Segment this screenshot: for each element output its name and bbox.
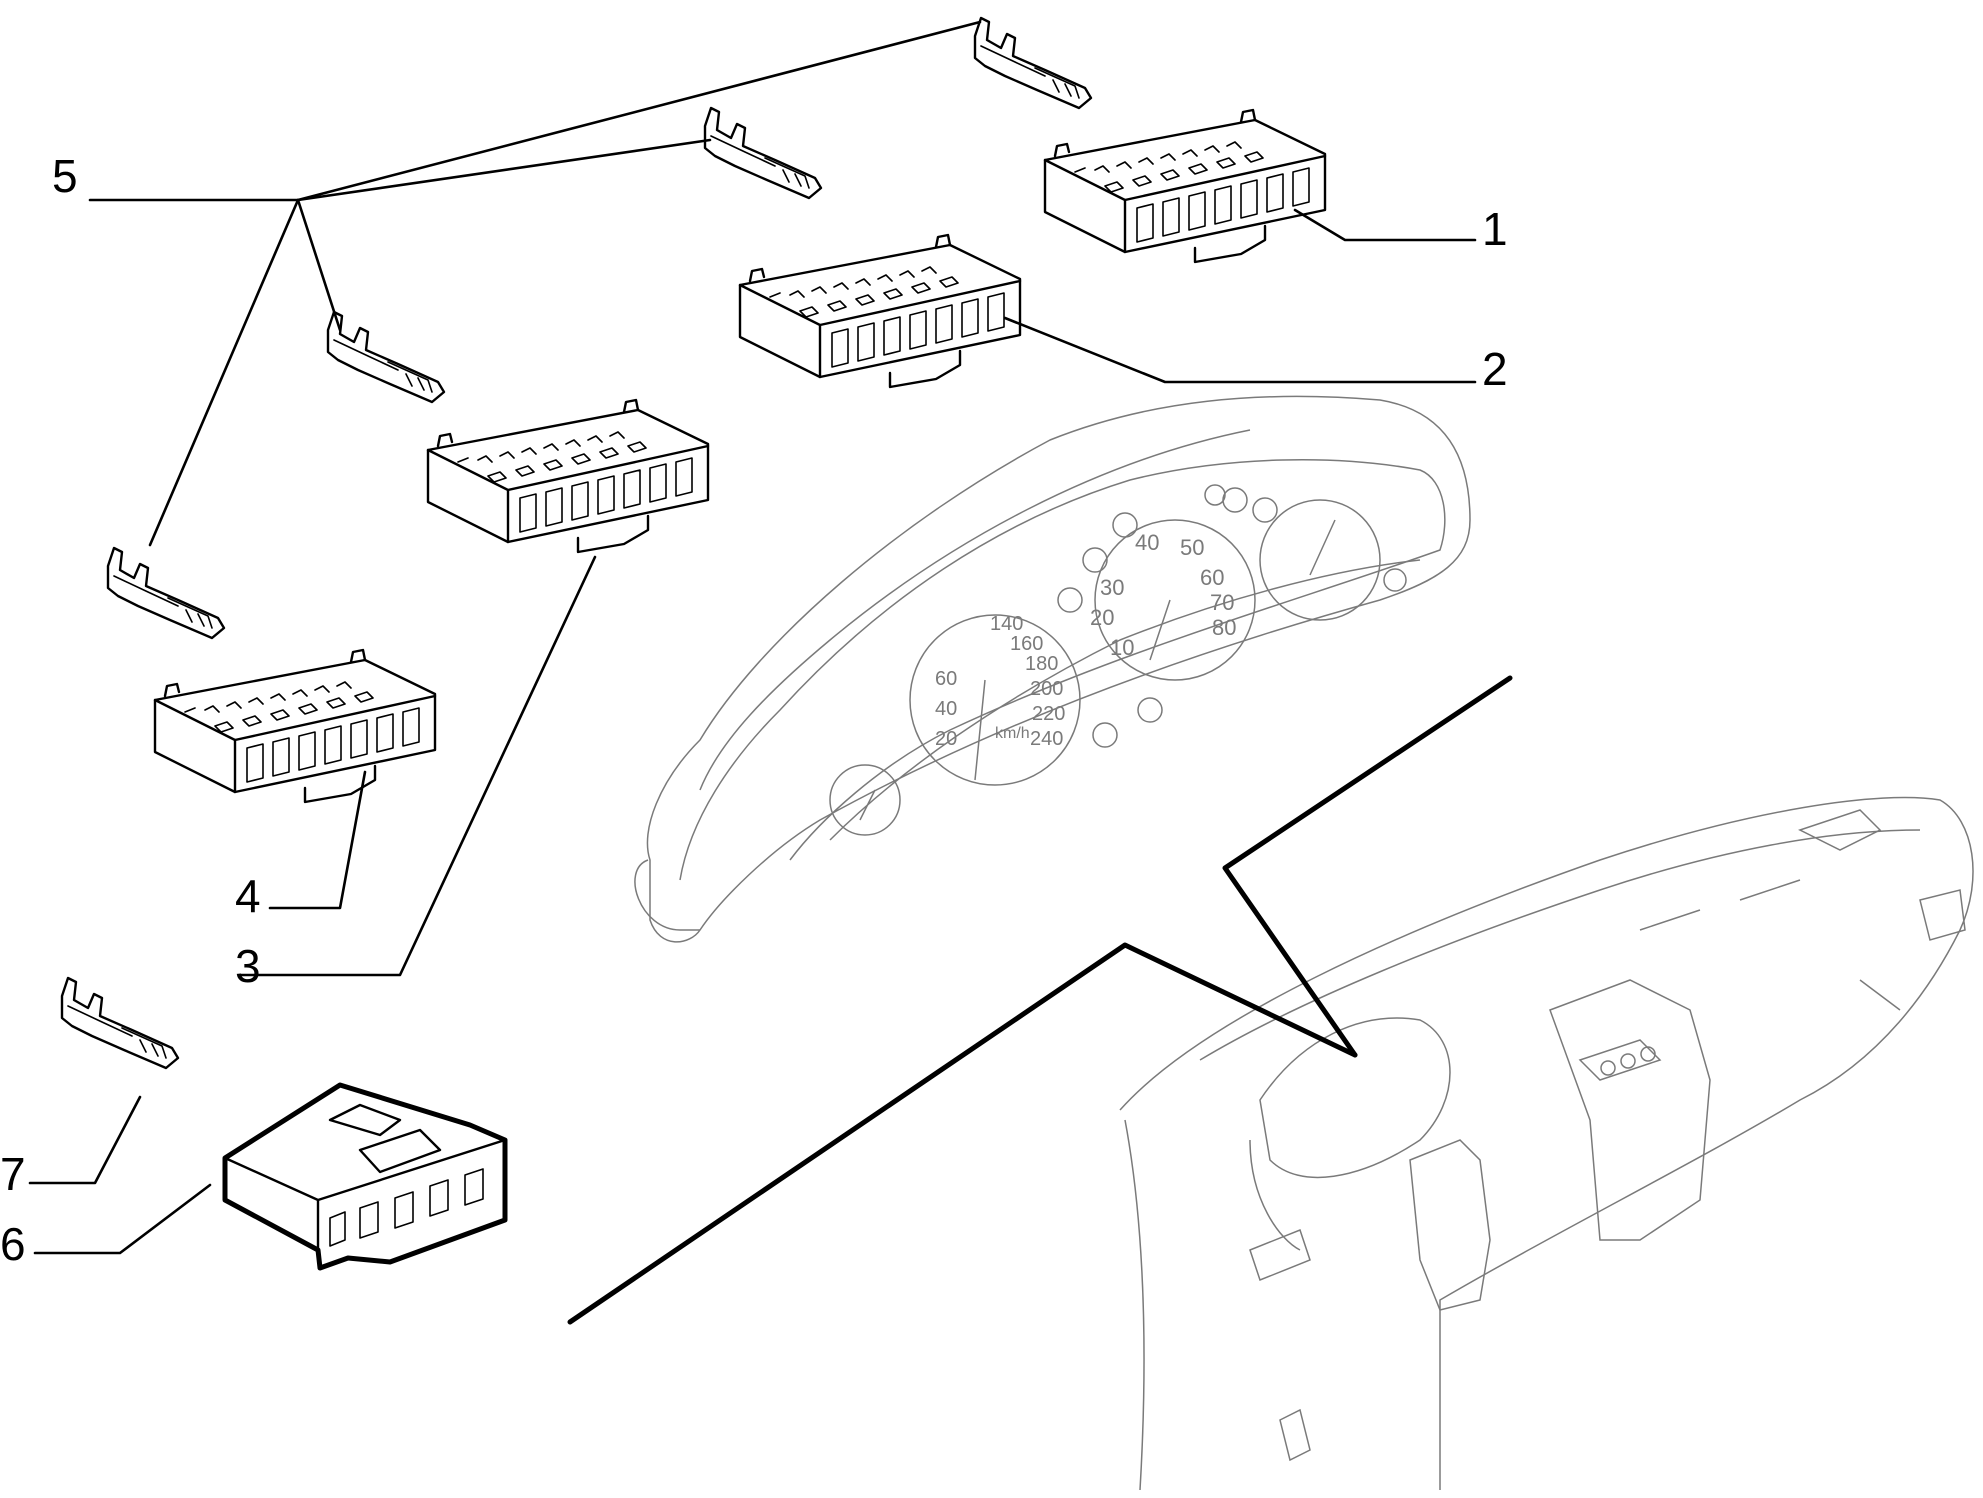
callout-2: 2 <box>1482 343 1508 395</box>
callout-1: 1 <box>1482 203 1508 255</box>
callout-5: 5 <box>52 150 78 202</box>
speedometer-gauge <box>909 614 1081 786</box>
speedo-unit: km/h <box>995 725 1030 742</box>
instrument-cluster: 50 60 70 80 30 20 10 40 140 160 180 200 … <box>634 395 1471 943</box>
connector-item-4 <box>153 648 437 804</box>
tacho-number: 50 <box>1180 535 1204 560</box>
speedo-number: 220 <box>1032 703 1065 725</box>
speedo-number: 200 <box>1030 678 1063 700</box>
tacho-number: 40 <box>1135 530 1159 555</box>
tacho-number: 70 <box>1210 590 1234 615</box>
tacho-number: 60 <box>1200 565 1224 590</box>
speedo-number: 20 <box>935 728 957 750</box>
dashboard <box>1119 796 1974 1491</box>
callout-7: 7 <box>0 1148 26 1200</box>
temp-gauge <box>829 764 901 836</box>
cluster-location-pointer <box>567 675 1513 1325</box>
terminal-item-7 <box>60 976 180 1070</box>
callout-3: 3 <box>235 940 261 992</box>
tacho-number: 80 <box>1212 615 1236 640</box>
connector-item-6 <box>222 1082 508 1271</box>
terminal-top-right <box>973 16 1093 110</box>
callout-4: 4 <box>235 870 261 922</box>
tacho-number: 30 <box>1100 575 1124 600</box>
tacho-number: 10 <box>1110 635 1134 660</box>
terminal-top-middle <box>703 106 823 200</box>
speedo-number: 160 <box>1010 633 1043 655</box>
tacho-number: 20 <box>1090 605 1114 630</box>
connector-item-2 <box>738 233 1022 389</box>
tachometer-gauge <box>1094 519 1256 681</box>
connector-item-3 <box>426 398 710 554</box>
terminal-lower-left <box>106 546 226 640</box>
speedo-number: 40 <box>935 698 957 720</box>
callout-6: 6 <box>0 1218 26 1270</box>
terminal-middle-left <box>326 310 446 404</box>
speedo-number: 180 <box>1025 653 1058 675</box>
speedo-number: 240 <box>1030 728 1063 750</box>
speedo-number: 140 <box>990 613 1023 635</box>
connector-item-1 <box>1043 108 1327 264</box>
fuel-gauge <box>1259 499 1381 621</box>
leader-lines <box>28 20 1477 1255</box>
speedo-number: 60 <box>935 668 957 690</box>
